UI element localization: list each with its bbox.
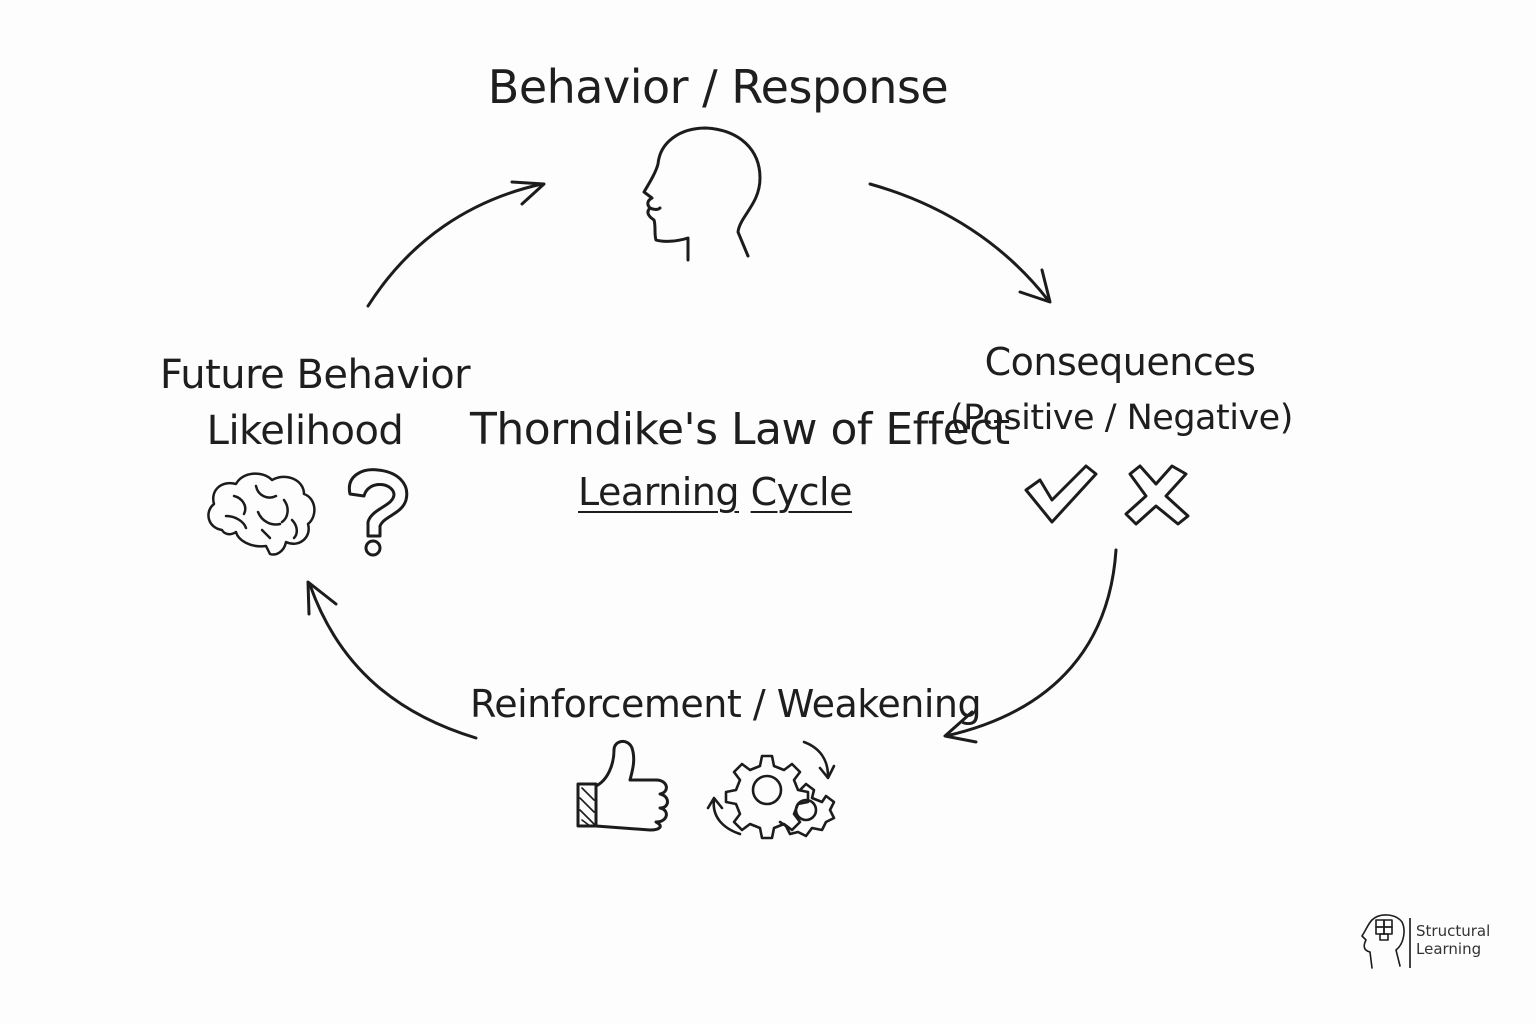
behavior-response-label: Behavior / Response bbox=[487, 60, 949, 114]
checkmark-icon bbox=[1024, 464, 1098, 524]
diagram-subtitle: Learning Cycle bbox=[470, 470, 960, 514]
question-mark-icon bbox=[347, 468, 409, 557]
future-behavior-label: Future Behavior bbox=[159, 352, 471, 398]
head-silhouette-icon bbox=[642, 126, 762, 262]
reinforcement-weakening-label: Reinforcement / Weakening bbox=[470, 682, 982, 726]
subtitle-word-cycle: Cycle bbox=[750, 470, 853, 514]
arrow-consequences-to-reinforcement bbox=[943, 548, 1118, 744]
subtitle-word-learning: Learning bbox=[578, 470, 740, 514]
thumbs-up-icon bbox=[576, 740, 669, 832]
arrow-behavior-to-consequences bbox=[868, 182, 1052, 304]
gears-icon bbox=[706, 740, 836, 840]
logo-line-1: Structural bbox=[1416, 922, 1491, 940]
likelihood-label: Likelihood bbox=[206, 408, 404, 454]
cross-icon bbox=[1124, 464, 1190, 526]
diagram-title: Thorndike's Law of Effect bbox=[470, 404, 1010, 455]
brain-icon bbox=[207, 472, 316, 556]
arrow-future-to-behavior bbox=[366, 180, 546, 308]
logo-divider bbox=[1409, 918, 1411, 968]
arrow-reinforcement-to-future bbox=[306, 580, 478, 740]
consequences-label: Consequences bbox=[984, 340, 1256, 384]
consequences-sublabel: (Positive / Negative) bbox=[950, 398, 1293, 438]
logo-line-2: Learning bbox=[1416, 940, 1482, 958]
logo-wordmark: Structural Learning bbox=[1416, 922, 1490, 958]
head-puzzle-logo-icon bbox=[1361, 914, 1405, 969]
